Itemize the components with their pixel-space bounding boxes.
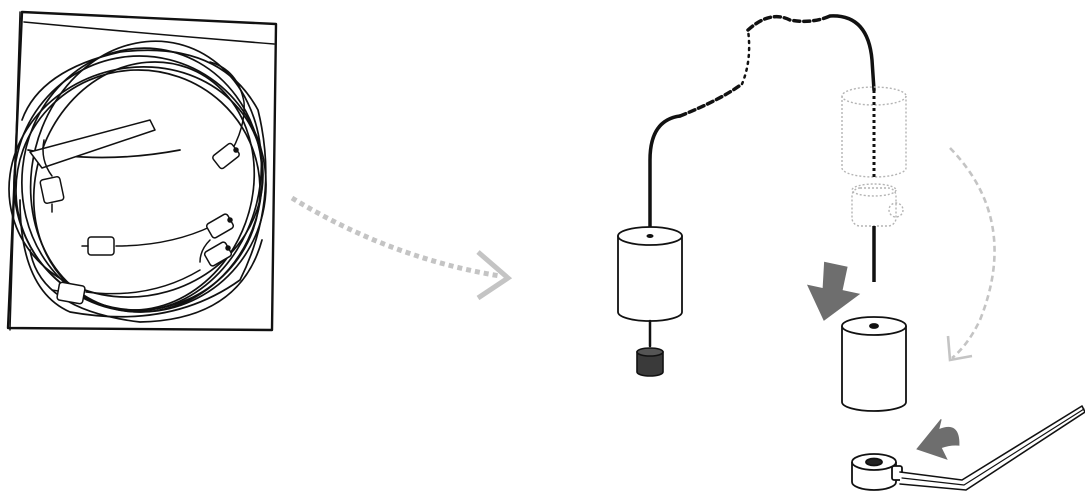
weight-block xyxy=(636,351,664,377)
bag-of-cables-icon xyxy=(6,10,278,332)
ribbon-strip xyxy=(29,119,156,169)
set-screw-collar-icon xyxy=(851,453,903,491)
hex-key-icon xyxy=(899,405,1085,491)
coiled-cables xyxy=(8,40,267,323)
hanging-cable xyxy=(648,114,682,234)
motor-icon xyxy=(199,213,235,263)
motor-icon xyxy=(81,225,213,256)
cylinder-body xyxy=(617,235,683,322)
cylinder-icon xyxy=(841,316,907,412)
dashed-arrow-right-icon xyxy=(290,195,513,301)
curved-dashed-arrow-icon xyxy=(946,147,996,362)
motor-icon xyxy=(39,139,65,213)
motor-icon xyxy=(209,61,245,170)
bag-seal-line xyxy=(23,21,275,45)
hanging-cylinder-with-weight-icon xyxy=(617,14,876,377)
motor-icon xyxy=(203,241,233,267)
motor-icon xyxy=(51,269,201,305)
rotate-arrow-icon xyxy=(916,419,960,460)
bag-outline xyxy=(6,10,278,332)
down-arrow-icon xyxy=(806,261,861,321)
